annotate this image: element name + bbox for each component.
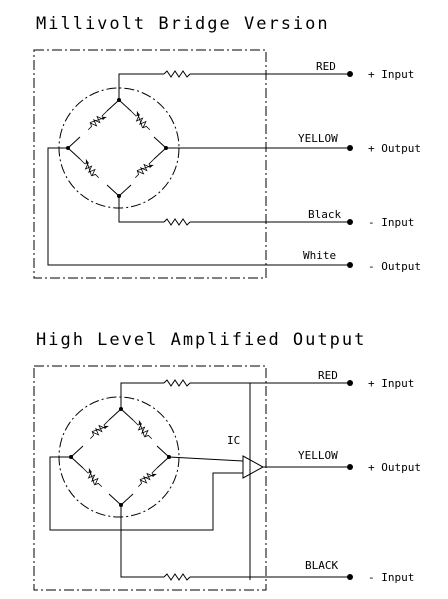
wire-red-1: RED + Input (118, 60, 414, 100)
wire-yellow-1: YELLOW + Output (166, 132, 421, 155)
terminal-dot[interactable] (347, 464, 353, 470)
terminal-dot[interactable] (347, 71, 353, 77)
bridge-1 (66, 98, 168, 198)
high-level-amplified-diagram: High Level Amplified Output IC (33, 330, 421, 591)
wire-label: RED (316, 60, 336, 73)
terminal-dot[interactable] (347, 380, 353, 386)
terminal-label: + Output (368, 461, 421, 474)
terminal-label: - Input (368, 571, 414, 584)
bridge-circle-1 (58, 87, 180, 209)
terminal-dot[interactable] (347, 219, 353, 225)
strain-gauge (87, 416, 113, 442)
wire-label: White (303, 249, 336, 262)
strain-gauge (76, 155, 102, 181)
terminal-label: + Input (368, 68, 414, 81)
diagram-2-title: High Level Amplified Output (36, 330, 366, 350)
terminal-dot[interactable] (347, 574, 353, 580)
enclosure-2 (33, 365, 267, 591)
terminal-label: + Input (368, 377, 414, 390)
terminal-dot[interactable] (347, 145, 353, 151)
ic-label: IC (227, 434, 240, 447)
strain-gauge (85, 107, 111, 133)
strain-gauge (79, 464, 105, 490)
wire-label: YELLOW (298, 449, 338, 462)
wire-label: Black (308, 208, 341, 221)
terminal-dot[interactable] (347, 262, 353, 268)
strain-gauge (127, 107, 153, 133)
wire-red-2: RED + Input (120, 369, 414, 409)
terminal-label: - Input (368, 216, 414, 229)
wire-label: YELLOW (298, 132, 338, 145)
strain-gauge (135, 464, 161, 490)
ic-amplifier: IC (49, 383, 265, 580)
strain-gauge (132, 155, 158, 181)
bridge-circle-2 (58, 396, 180, 518)
wire-yellow-2: YELLOW + Output (263, 449, 421, 474)
strain-gauge (129, 416, 155, 442)
diagram-1-title: Millivolt Bridge Version (36, 14, 330, 34)
terminal-label: + Output (368, 142, 421, 155)
wire-black-2: BLACK - Input (120, 505, 414, 584)
millivolt-bridge-diagram: Millivolt Bridge Version (33, 14, 421, 279)
enclosure-1 (33, 49, 267, 279)
bridge-2 (69, 407, 171, 507)
wire-black-1: Black - Input (118, 196, 414, 229)
wire-label: RED (318, 369, 338, 382)
terminal-label: - Output (368, 260, 421, 273)
wire-label: BLACK (305, 559, 338, 572)
wire-white-1: White - Output (47, 147, 421, 273)
